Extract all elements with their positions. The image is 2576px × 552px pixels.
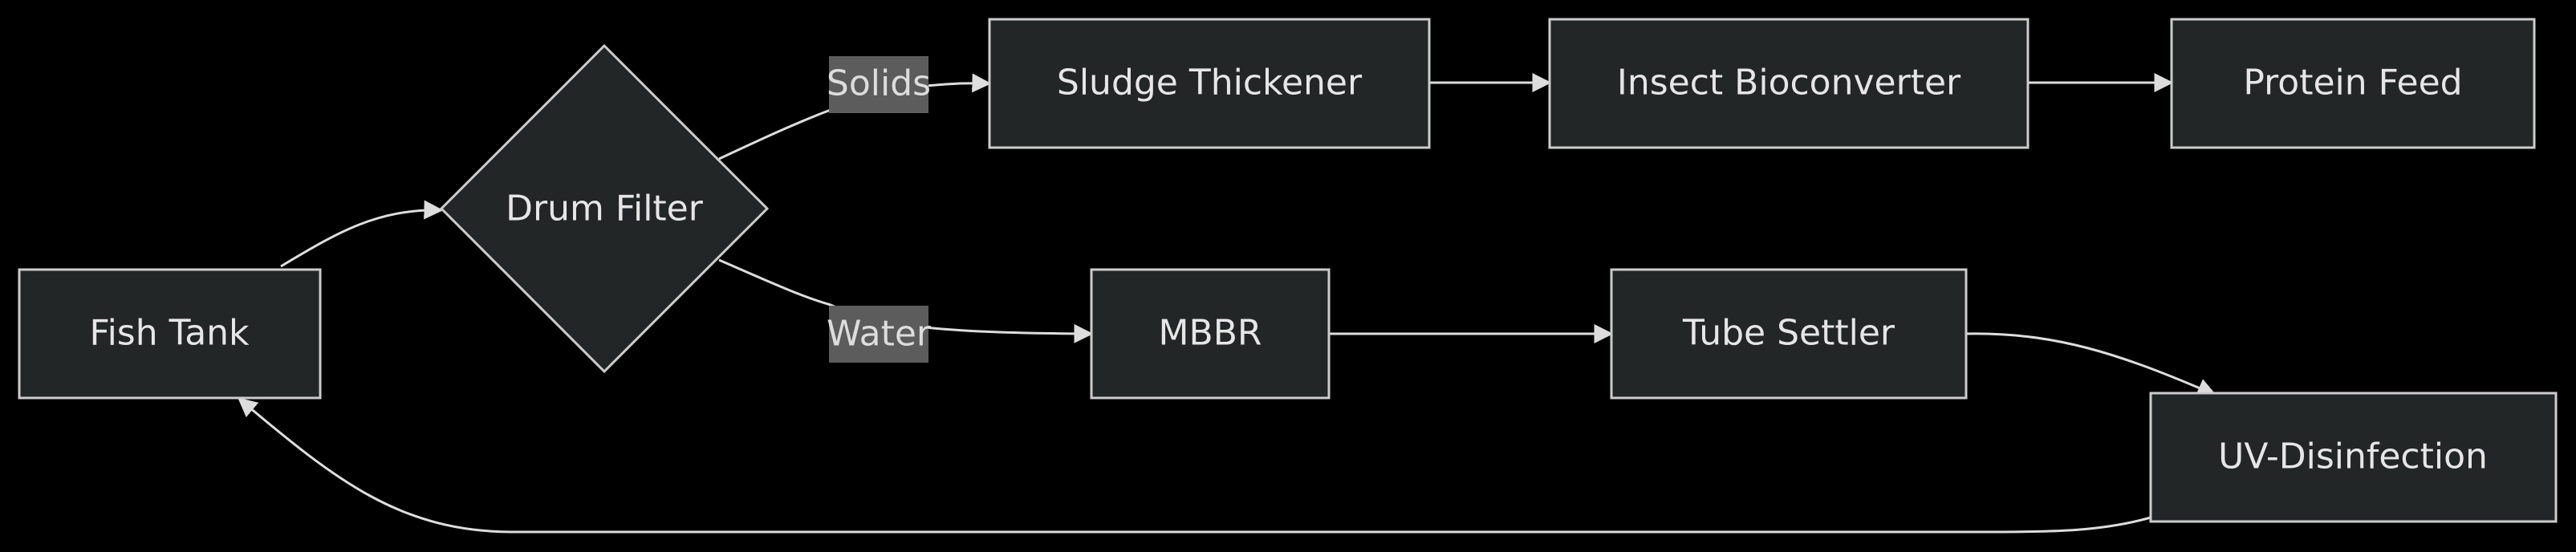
edge-tube-settler-to-uv-disinfection xyxy=(1965,332,2217,397)
node-insect-bioconverter: Insect Bioconverter xyxy=(1548,18,2030,149)
node-protein-feed: Protein Feed xyxy=(2170,18,2536,149)
edge-label-solids: Solids xyxy=(827,56,931,113)
node-drum-filter-label: Drum Filter xyxy=(506,189,704,229)
node-fish-tank: Fish Tank xyxy=(18,268,322,400)
node-mbbr-label: MBBR xyxy=(1159,313,1262,354)
node-uv-disinfection-label: UV-Disinfection xyxy=(2218,436,2488,477)
node-tube-settler: Tube Settler xyxy=(1610,268,1968,400)
edge-label-solids-text: Solids xyxy=(827,63,931,104)
edge-label-water-text: Water xyxy=(827,314,932,355)
edge-label-water: Water xyxy=(827,306,932,363)
node-sludge-thickener-label: Sludge Thickener xyxy=(1057,63,1363,104)
node-mbbr: MBBR xyxy=(1090,268,1331,400)
edge-uv-disinfection-to-fish-tank xyxy=(238,397,2151,534)
edges xyxy=(238,73,2217,534)
node-protein-feed-label: Protein Feed xyxy=(2243,63,2462,104)
node-fish-tank-label: Fish Tank xyxy=(89,313,250,354)
node-drum-filter: Drum Filter xyxy=(439,43,770,374)
node-tube-settler-label: Tube Settler xyxy=(1682,313,1895,354)
edge-fish-tank-to-drum-filter xyxy=(280,200,444,268)
node-uv-disinfection: UV-Disinfection xyxy=(2149,392,2558,523)
node-insect-bioconverter-label: Insect Bioconverter xyxy=(1617,63,1961,104)
node-sludge-thickener: Sludge Thickener xyxy=(988,18,1431,149)
